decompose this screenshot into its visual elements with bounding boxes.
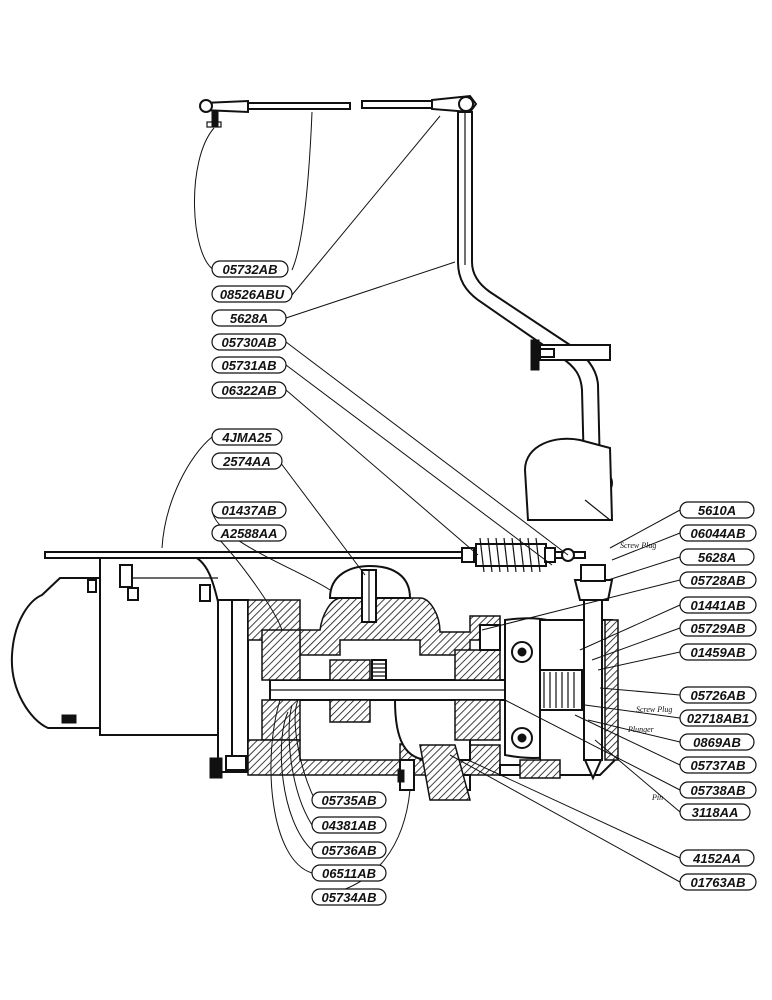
leader-lines <box>161 111 681 898</box>
callout-A2588AA: A2588AA <box>211 524 287 542</box>
svg-text:01441AB: 01441AB <box>691 598 746 613</box>
callout-05734AB: 05734AB <box>311 888 387 906</box>
callout-5610A: 5610A <box>679 501 755 519</box>
callout-5628A-right: 5628A <box>679 548 755 566</box>
svg-text:06044AB: 06044AB <box>691 526 746 541</box>
svg-text:05732AB: 05732AB <box>223 262 278 277</box>
svg-text:5628A: 5628A <box>698 550 736 565</box>
motor-housing <box>10 554 249 779</box>
svg-text:01763AB: 01763AB <box>691 875 746 890</box>
callout-05730AB: 05730AB <box>211 333 287 351</box>
callout-4152AA: 4152AA <box>679 849 755 867</box>
svg-text:05730AB: 05730AB <box>222 335 277 350</box>
callout-5628A-top: 5628A <box>211 309 287 327</box>
svg-text:A2588AA: A2588AA <box>219 526 277 541</box>
note-screw-plug-top: Screw Plug <box>620 541 656 550</box>
svg-text:05731AB: 05731AB <box>222 358 277 373</box>
svg-text:01437AB: 01437AB <box>222 503 277 518</box>
callout-2574AA: 2574AA <box>211 452 283 470</box>
callout-05729AB: 05729AB <box>679 619 757 637</box>
note-plunger: Plunger <box>627 725 655 734</box>
adjusting-rod-assembly <box>199 94 614 521</box>
svg-text:05737AB: 05737AB <box>691 758 746 773</box>
svg-text:0869AB: 0869AB <box>693 735 741 750</box>
callout-01437AB: 01437AB <box>211 501 287 519</box>
svg-text:05736AB: 05736AB <box>322 843 377 858</box>
callout-3118AA: 3118AA <box>679 803 751 821</box>
svg-text:5628A: 5628A <box>230 311 268 326</box>
callouts-bottom-column: 05735AB 04381AB 05736AB 06511AB 05734AB <box>311 791 387 906</box>
callout-01763AB: 01763AB <box>679 873 757 891</box>
callout-05736AB: 05736AB <box>311 841 387 859</box>
svg-text:06322AB: 06322AB <box>222 383 277 398</box>
svg-text:06511AB: 06511AB <box>322 866 376 881</box>
svg-text:05738AB: 05738AB <box>691 783 746 798</box>
callout-01441AB: 01441AB <box>679 596 757 614</box>
svg-text:08526ABU: 08526ABU <box>220 287 285 302</box>
callout-01459AB: 01459AB <box>679 643 757 661</box>
callout-05732AB: 05732AB <box>211 260 289 278</box>
callout-06322AB: 06322AB <box>211 381 287 399</box>
callout-04381AB: 04381AB <box>311 816 387 834</box>
callouts-left-column: 05732AB 08526ABU 5628A 05730AB 05731AB 0… <box>211 260 293 542</box>
svg-text:02718AB1: 02718AB1 <box>687 711 749 726</box>
gear-housing-section <box>247 564 619 801</box>
callout-06511AB: 06511AB <box>311 864 387 882</box>
svg-text:05726AB: 05726AB <box>691 688 746 703</box>
callout-05726AB: 05726AB <box>679 686 757 704</box>
svg-text:04381AB: 04381AB <box>322 818 377 833</box>
svg-text:4JMA25: 4JMA25 <box>221 430 272 445</box>
svg-text:05734AB: 05734AB <box>322 890 377 905</box>
note-screw-plug-mid: Screw Plug <box>636 705 672 714</box>
svg-text:05735AB: 05735AB <box>322 793 377 808</box>
callout-05728AB: 05728AB <box>679 571 757 589</box>
svg-text:01459AB: 01459AB <box>691 645 746 660</box>
callout-02718AB1: 02718AB1 <box>679 709 757 727</box>
callout-05735AB: 05735AB <box>311 791 387 809</box>
callout-05737AB: 05737AB <box>679 756 757 774</box>
callout-08526ABU: 08526ABU <box>211 285 293 303</box>
svg-text:4152AA: 4152AA <box>692 851 741 866</box>
svg-text:2574AA: 2574AA <box>222 454 271 469</box>
callout-06044AB: 06044AB <box>679 524 757 542</box>
callout-05738AB: 05738AB <box>679 781 757 799</box>
svg-text:05728AB: 05728AB <box>691 573 746 588</box>
shift-rod <box>44 537 586 573</box>
callout-4JMA25: 4JMA25 <box>211 428 283 446</box>
callout-05731AB: 05731AB <box>211 356 287 374</box>
note-pin: Pin <box>651 793 663 802</box>
svg-text:3118AA: 3118AA <box>692 805 739 820</box>
svg-text:5610A: 5610A <box>698 503 736 518</box>
callouts-right-column: 5610A 06044AB 5628A 05728AB 01441AB 0572… <box>679 501 757 891</box>
callout-0869AB: 0869AB <box>679 733 755 751</box>
svg-text:05729AB: 05729AB <box>691 621 746 636</box>
